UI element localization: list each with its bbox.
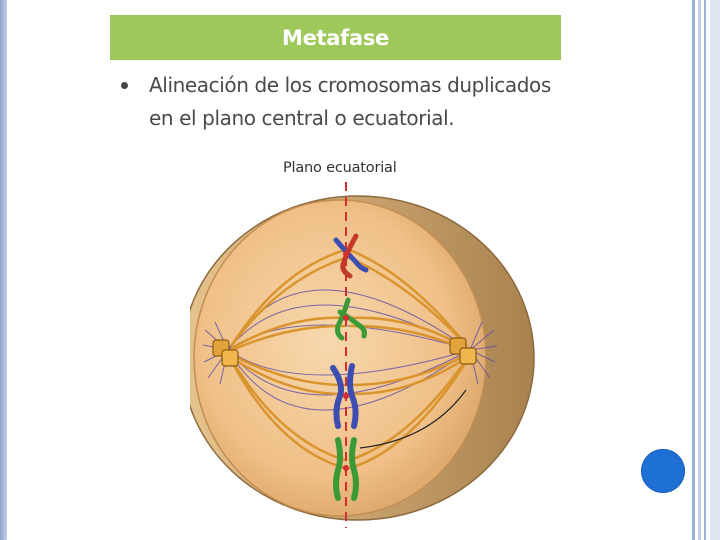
title-banner: Metafase bbox=[110, 15, 561, 60]
frame-stripe bbox=[704, 0, 706, 540]
bullet-icon bbox=[121, 82, 128, 89]
frame-stripe bbox=[710, 0, 720, 540]
frame-stripe bbox=[698, 0, 701, 540]
right-frame-border bbox=[688, 0, 720, 540]
slide-title: Metafase bbox=[282, 26, 389, 50]
nav-circle-button[interactable] bbox=[641, 449, 685, 493]
left-frame-border bbox=[0, 0, 7, 540]
bullet-text: Alineación de los cromosomas duplicados … bbox=[149, 69, 559, 135]
equatorial-plane-label: Plano ecuatorial bbox=[283, 160, 397, 176]
metaphase-cell-diagram bbox=[190, 180, 550, 532]
frame-stripe bbox=[692, 0, 695, 540]
